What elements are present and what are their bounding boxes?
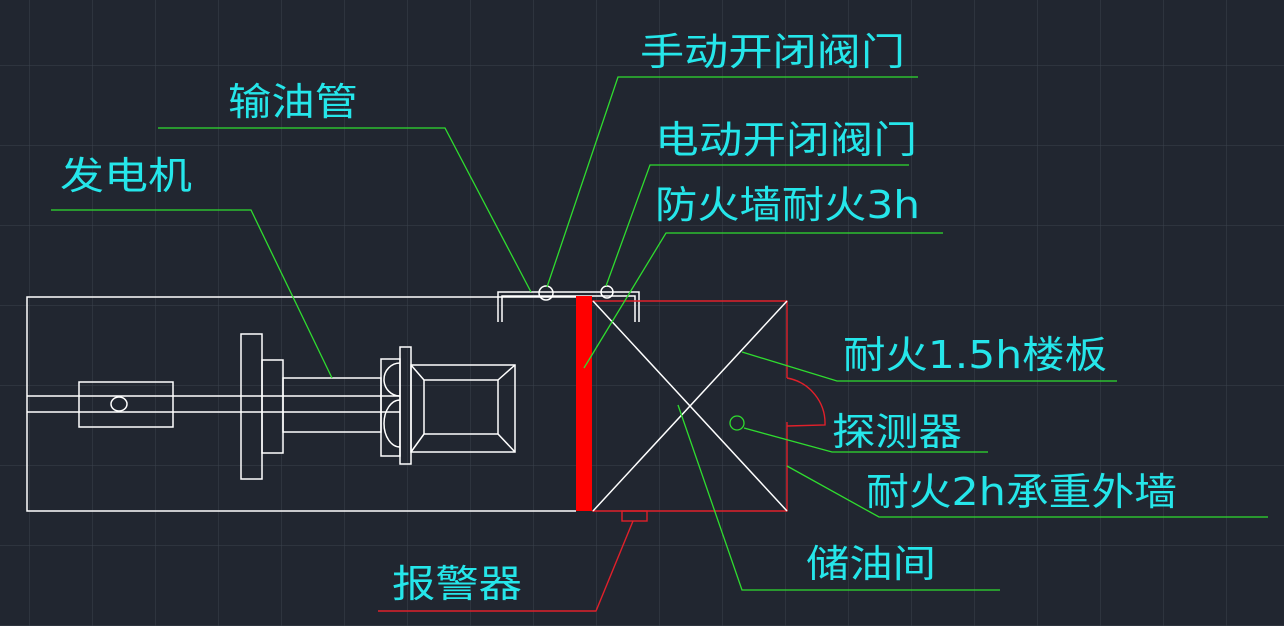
detector-symbol[interactable] (729, 415, 745, 431)
manual-valve-symbol[interactable] (538, 285, 554, 301)
label-outer-wall: 耐火2h承重外墙 (866, 470, 1177, 514)
generator-room (26, 296, 576, 512)
label-detector: 探测器 (832, 410, 962, 454)
label-oil-storage: 储油间 (806, 542, 936, 586)
label-electric-valve: 电动开闭阀门 (655, 118, 917, 162)
oil-pipe[interactable] (497, 291, 640, 322)
coupling-box (78, 381, 174, 428)
label-firewall: 防火墙耐火3h (655, 183, 920, 227)
generator[interactable] (240, 333, 516, 480)
label-manual-valve: 手动开闭阀门 (640, 30, 905, 74)
leader-lines (51, 76, 1268, 612)
oil-storage-room[interactable] (592, 300, 826, 522)
label-alarm: 报警器 (392, 562, 522, 606)
label-floor-slab: 耐火1.5h楼板 (843, 333, 1107, 377)
label-generator: 发电机 (60, 154, 192, 198)
door-swing (786, 377, 826, 427)
electric-valve-symbol[interactable] (600, 285, 614, 299)
shaft-circle (110, 396, 128, 412)
firewall[interactable] (576, 296, 592, 511)
label-oil-pipe: 输油管 (228, 80, 358, 124)
alarm-symbol (621, 510, 648, 522)
